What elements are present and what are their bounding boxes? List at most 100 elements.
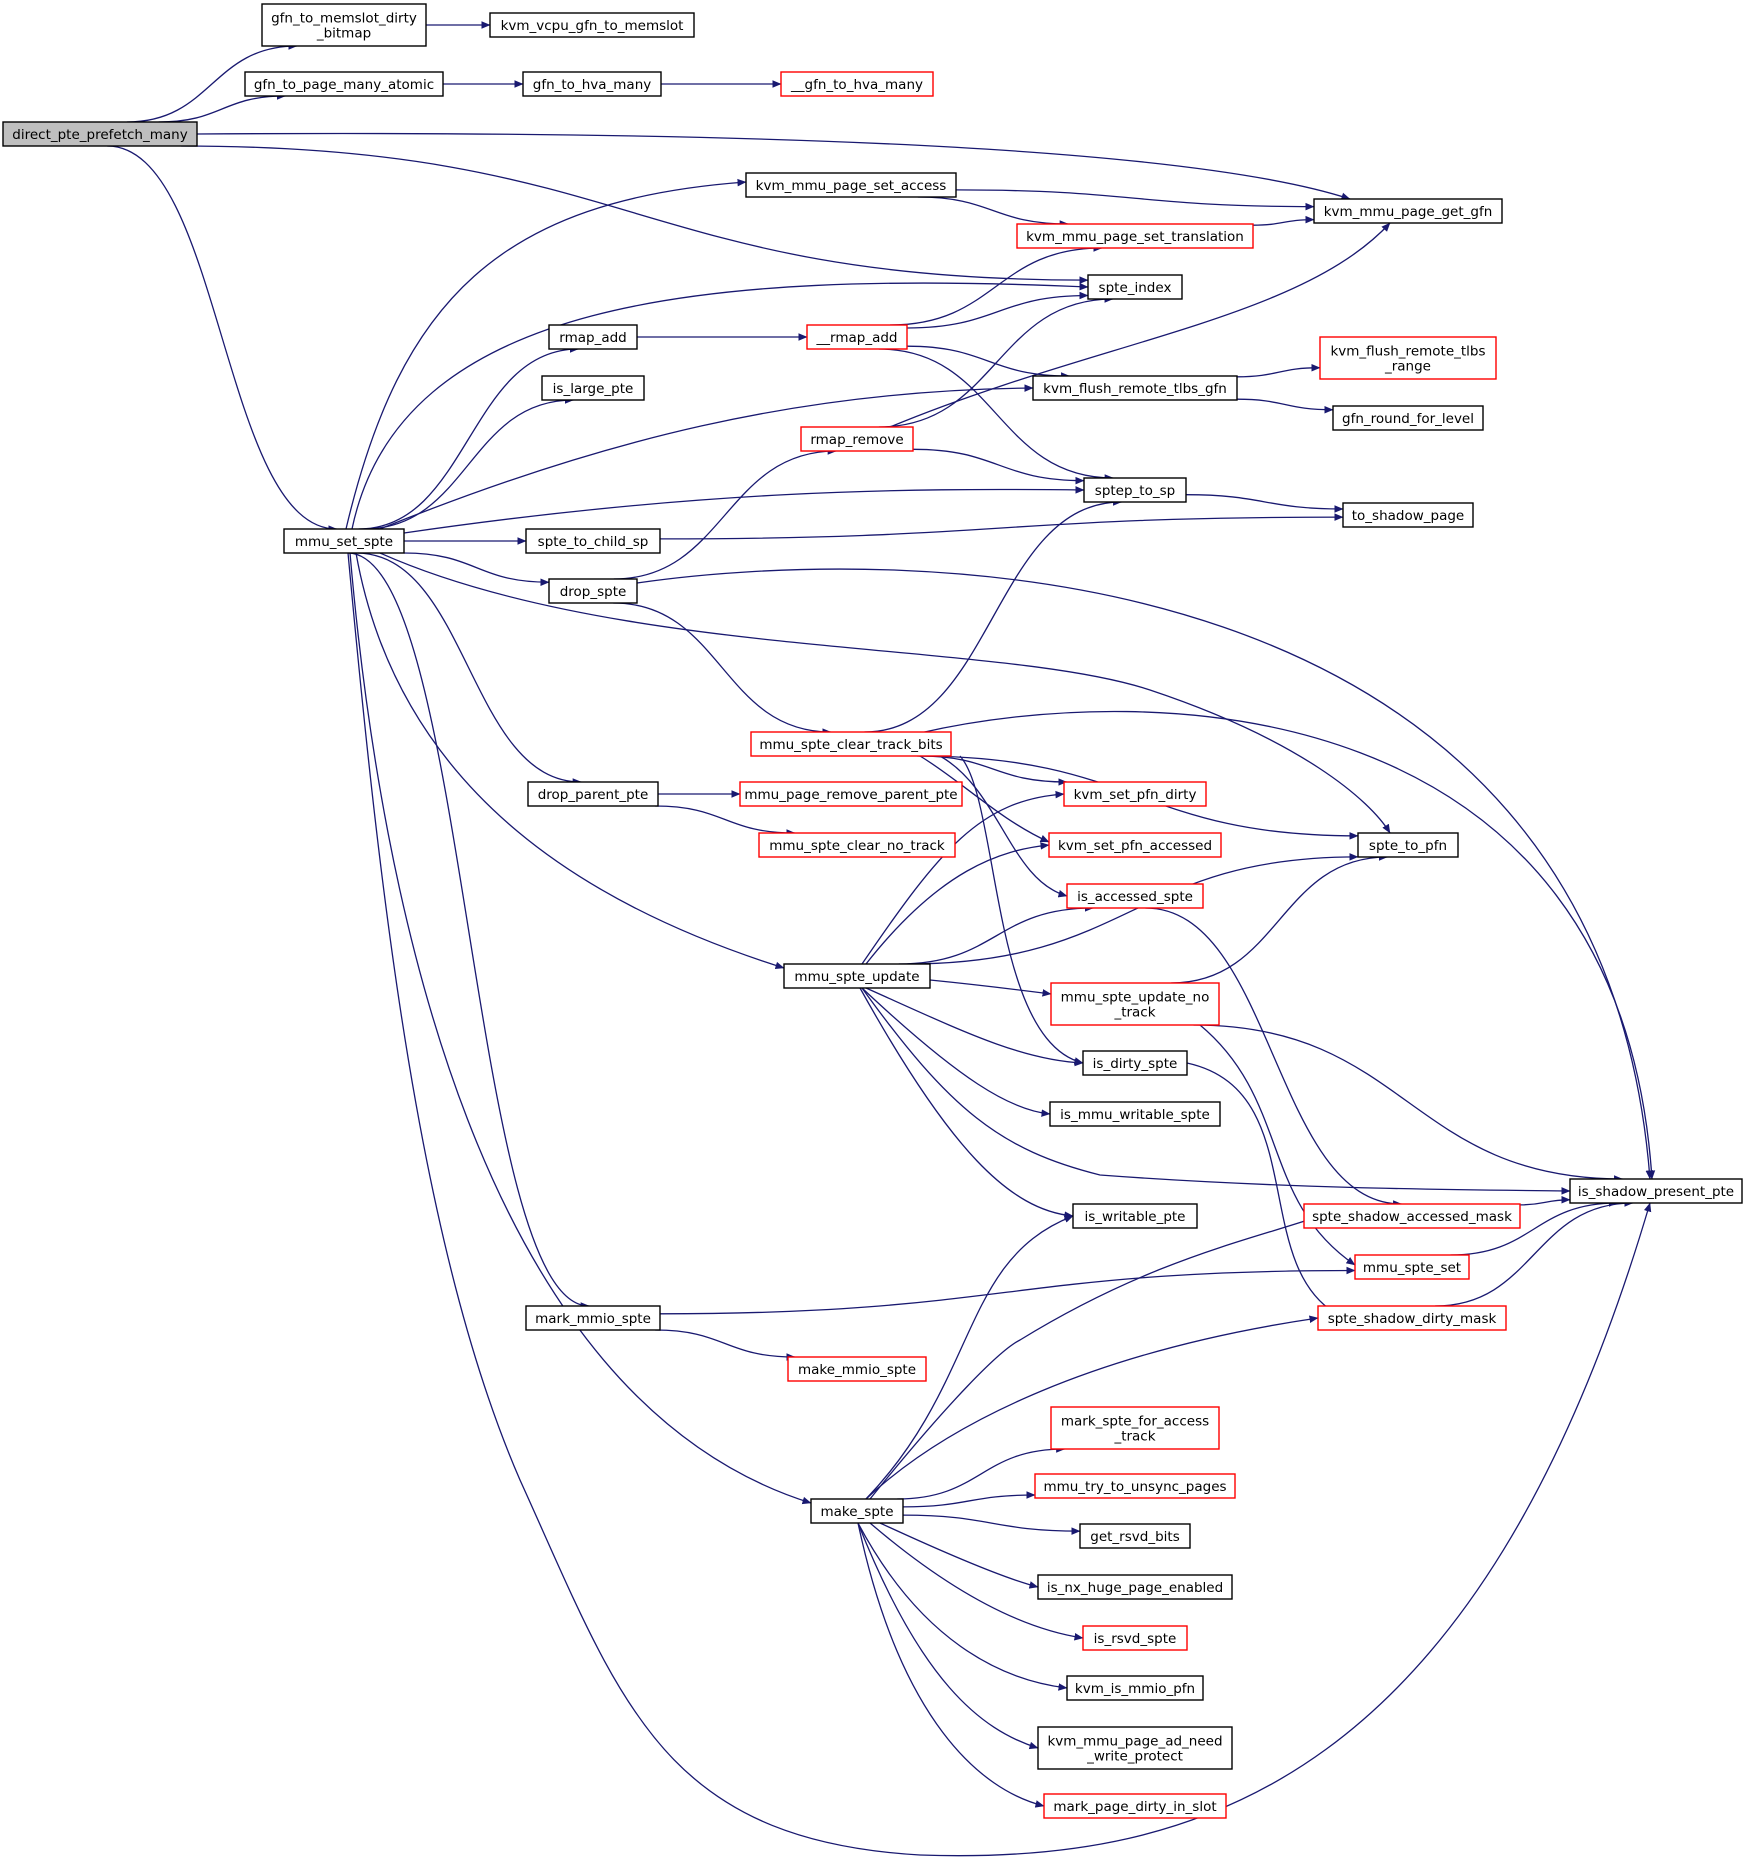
node-box xyxy=(1050,982,1220,1026)
node-rmap-add[interactable]: rmap_add xyxy=(548,324,638,350)
node-box xyxy=(783,963,931,989)
node-direct-pte-prefetch-many[interactable]: direct_pte_prefetch_many xyxy=(2,121,198,147)
edge-mmu_spte_update-to-spte_to_pfn xyxy=(907,853,1359,965)
edge-path xyxy=(345,178,747,530)
node-is-large-pte[interactable]: is_large_pte xyxy=(541,375,645,401)
node-label: kvm_mmu_page_set_access xyxy=(756,178,947,194)
node-gfn-to-memslot-dirty-bitmap[interactable]: gfn_to_memslot_dirty_bitmap xyxy=(261,3,427,47)
node-box xyxy=(1082,1050,1188,1076)
node-box xyxy=(1037,1726,1233,1770)
node-to-shadow-page[interactable]: to_shadow_page xyxy=(1342,502,1474,528)
edge-make_spte-to-mark_page_dirty_in_slot xyxy=(857,1522,1045,1808)
node-drop-spte[interactable]: drop_spte xyxy=(548,578,638,604)
node-kvm-mmu-page-set-translation[interactable]: kvm_mmu_page_set_translation xyxy=(1016,223,1254,249)
node-drop-parent-pte[interactable]: drop_parent_pte xyxy=(527,781,659,807)
node-mmu-try-to-unsync-pages[interactable]: mmu_try_to_unsync_pages xyxy=(1034,1473,1236,1499)
node-is-accessed-spte[interactable]: is_accessed_spte xyxy=(1066,883,1204,909)
edge-make_spte-to-mmu_try_to_unsync_pages xyxy=(902,1491,1036,1508)
node-is-writable-pte[interactable]: is_writable_pte xyxy=(1072,1203,1198,1229)
edge-mmu_spte_set-to-is_shadow_present_pte xyxy=(1450,1199,1618,1256)
node-gfn-to-page-many-atomic[interactable]: gfn_to_page_many_atomic xyxy=(244,71,444,97)
node-mmu-spte-set[interactable]: mmu_spte_set xyxy=(1354,1254,1470,1280)
node-mmu-spte-update[interactable]: mmu_spte_update xyxy=(783,963,931,989)
edge-path xyxy=(1236,398,1334,414)
edge-mmu_set_spte-to-spte_to_pfn xyxy=(379,552,1391,834)
node---gfn-to-hva-many[interactable]: __gfn_to_hva_many xyxy=(780,71,934,97)
node-kvm-flush-remote-tlbs-range[interactable]: kvm_flush_remote_tlbs_range xyxy=(1319,336,1497,380)
edge-path xyxy=(1145,907,1403,1208)
node-mmu-spte-clear-track-bits[interactable]: mmu_spte_clear_track_bits xyxy=(750,731,952,757)
edge-mmu_set_spte-to-drop_spte xyxy=(403,552,550,586)
node-box xyxy=(1034,1473,1236,1499)
node-label: _bitmap xyxy=(316,26,371,42)
node-kvm-flush-remote-tlbs-gfn[interactable]: kvm_flush_remote_tlbs_gfn xyxy=(1032,375,1238,401)
node---rmap-add[interactable]: __rmap_add xyxy=(806,324,908,350)
node-is-shadow-present-pte[interactable]: is_shadow_present_pte xyxy=(1569,1178,1743,1204)
node-rmap-remove[interactable]: rmap_remove xyxy=(800,426,914,452)
node-mark-spte-for-access-track[interactable]: mark_spte_for_access_track xyxy=(1050,1406,1220,1450)
node-label: mmu_spte_clear_no_track xyxy=(769,838,945,854)
node-gfn-round-for-level[interactable]: gfn_round_for_level xyxy=(1332,405,1484,431)
node-kvm-mmu-page-set-access[interactable]: kvm_mmu_page_set_access xyxy=(745,172,957,198)
node-label: mmu_spte_clear_track_bits xyxy=(759,737,942,753)
node-is-mmu-writable-spte[interactable]: is_mmu_writable_spte xyxy=(1049,1101,1221,1127)
node-kvm-vcpu-gfn-to-memslot[interactable]: kvm_vcpu_gfn_to_memslot xyxy=(489,12,695,38)
node-label: kvm_set_pfn_dirty xyxy=(1074,787,1197,803)
node-label: _range xyxy=(1384,359,1431,375)
node-kvm-set-pfn-accessed[interactable]: kvm_set_pfn_accessed xyxy=(1048,832,1222,858)
edge-spte_shadow_accessed_mask-to-is_shadow_present_pte xyxy=(1519,1196,1571,1206)
node-kvm-set-pfn-dirty[interactable]: kvm_set_pfn_dirty xyxy=(1063,781,1207,807)
node-label: spte_to_pfn xyxy=(1369,838,1447,854)
node-kvm-is-mmio-pfn[interactable]: kvm_is_mmio_pfn xyxy=(1066,1675,1204,1701)
node-label: mark_page_dirty_in_slot xyxy=(1053,1799,1216,1815)
nodes-layer: direct_pte_prefetch_many gfn_to_memslot_d… xyxy=(2,3,1743,1819)
edge-mmu_spte_update_no_track-to-mmu_spte_set xyxy=(1199,1024,1356,1266)
edge-kvm_mmu_page_set_access-to-kvm_mmu_page_set_translation xyxy=(917,196,1069,228)
node-mmu-spte-clear-no-track[interactable]: mmu_spte_clear_no_track xyxy=(758,832,956,858)
edge-drop_parent_pte-to-mmu_spte_clear_no_track xyxy=(655,805,796,837)
node-is-dirty-spte[interactable]: is_dirty_spte xyxy=(1082,1050,1188,1076)
node-make-spte[interactable]: make_spte xyxy=(810,1498,904,1524)
node-is-rsvd-spte[interactable]: is_rsvd_spte xyxy=(1082,1625,1188,1651)
node-label: rmap_remove xyxy=(810,432,903,448)
edge-path xyxy=(1435,1199,1634,1307)
node-box xyxy=(1048,832,1222,858)
node-label: kvm_mmu_page_set_translation xyxy=(1026,229,1244,245)
node-label: direct_pte_prefetch_many xyxy=(12,127,187,143)
edge-make_spte-to-spte_shadow_accessed_mask xyxy=(869,1215,1321,1500)
edge-spte_shadow_dirty_mask-to-is_shadow_present_pte xyxy=(1435,1199,1634,1307)
node-box xyxy=(283,528,405,554)
node-spte-shadow-accessed-mask[interactable]: spte_shadow_accessed_mask xyxy=(1303,1203,1521,1229)
node-spte-to-child-sp[interactable]: spte_to_child_sp xyxy=(525,528,661,554)
edge-path xyxy=(869,1215,1321,1500)
edge-path xyxy=(379,384,1034,530)
node-mark-page-dirty-in-slot[interactable]: mark_page_dirty_in_slot xyxy=(1043,1793,1227,1819)
edge-path xyxy=(1171,853,1388,984)
node-spte-shadow-dirty-mask[interactable]: spte_shadow_dirty_mask xyxy=(1317,1305,1507,1331)
edge-path xyxy=(912,448,1085,485)
node-box xyxy=(2,121,198,147)
node-mark-mmio-spte[interactable]: mark_mmio_spte xyxy=(525,1305,661,1331)
node-kvm-mmu-page-get-gfn[interactable]: kvm_mmu_page_get_gfn xyxy=(1313,198,1503,224)
node-get-rsvd-bits[interactable]: get_rsvd_bits xyxy=(1079,1523,1191,1549)
node-label: mmu_set_spte xyxy=(295,534,393,550)
edge-path xyxy=(181,145,1089,284)
node-label: mmu_spte_update_no xyxy=(1061,990,1210,1006)
node-mmu-spte-update-no-track[interactable]: mmu_spte_update_no_track xyxy=(1050,982,1220,1026)
node-kvm-mmu-page-ad-need-write-protect[interactable]: kvm_mmu_page_ad_need_write_protect xyxy=(1037,1726,1233,1770)
node-spte-to-pfn[interactable]: spte_to_pfn xyxy=(1357,832,1459,858)
node-label: _track xyxy=(1113,1005,1155,1021)
node-is-nx-huge-page-enabled[interactable]: is_nx_huge_page_enabled xyxy=(1037,1574,1233,1600)
node-box xyxy=(1317,1305,1507,1331)
node-mmu-set-spte[interactable]: mmu_set_spte xyxy=(283,528,405,554)
edge-mmu_set_spte-to-kvm_flush_remote_tlbs_gfn xyxy=(379,384,1034,530)
node-mmu-page-remove-parent-pte[interactable]: mmu_page_remove_parent_pte xyxy=(739,781,963,807)
edge-mmu_spte_update_no_track-to-spte_to_pfn xyxy=(1171,853,1388,984)
node-label: kvm_vcpu_gfn_to_memslot xyxy=(501,18,684,34)
node-sptep-to-sp[interactable]: sptep_to_sp xyxy=(1083,477,1187,503)
node-gfn-to-hva-many[interactable]: gfn_to_hva_many xyxy=(522,71,662,97)
node-label: drop_spte xyxy=(560,584,627,600)
node-spte-index[interactable]: spte_index xyxy=(1087,274,1183,300)
node-box xyxy=(745,172,957,198)
node-make-mmio-spte[interactable]: make_mmio_spte xyxy=(787,1356,927,1382)
